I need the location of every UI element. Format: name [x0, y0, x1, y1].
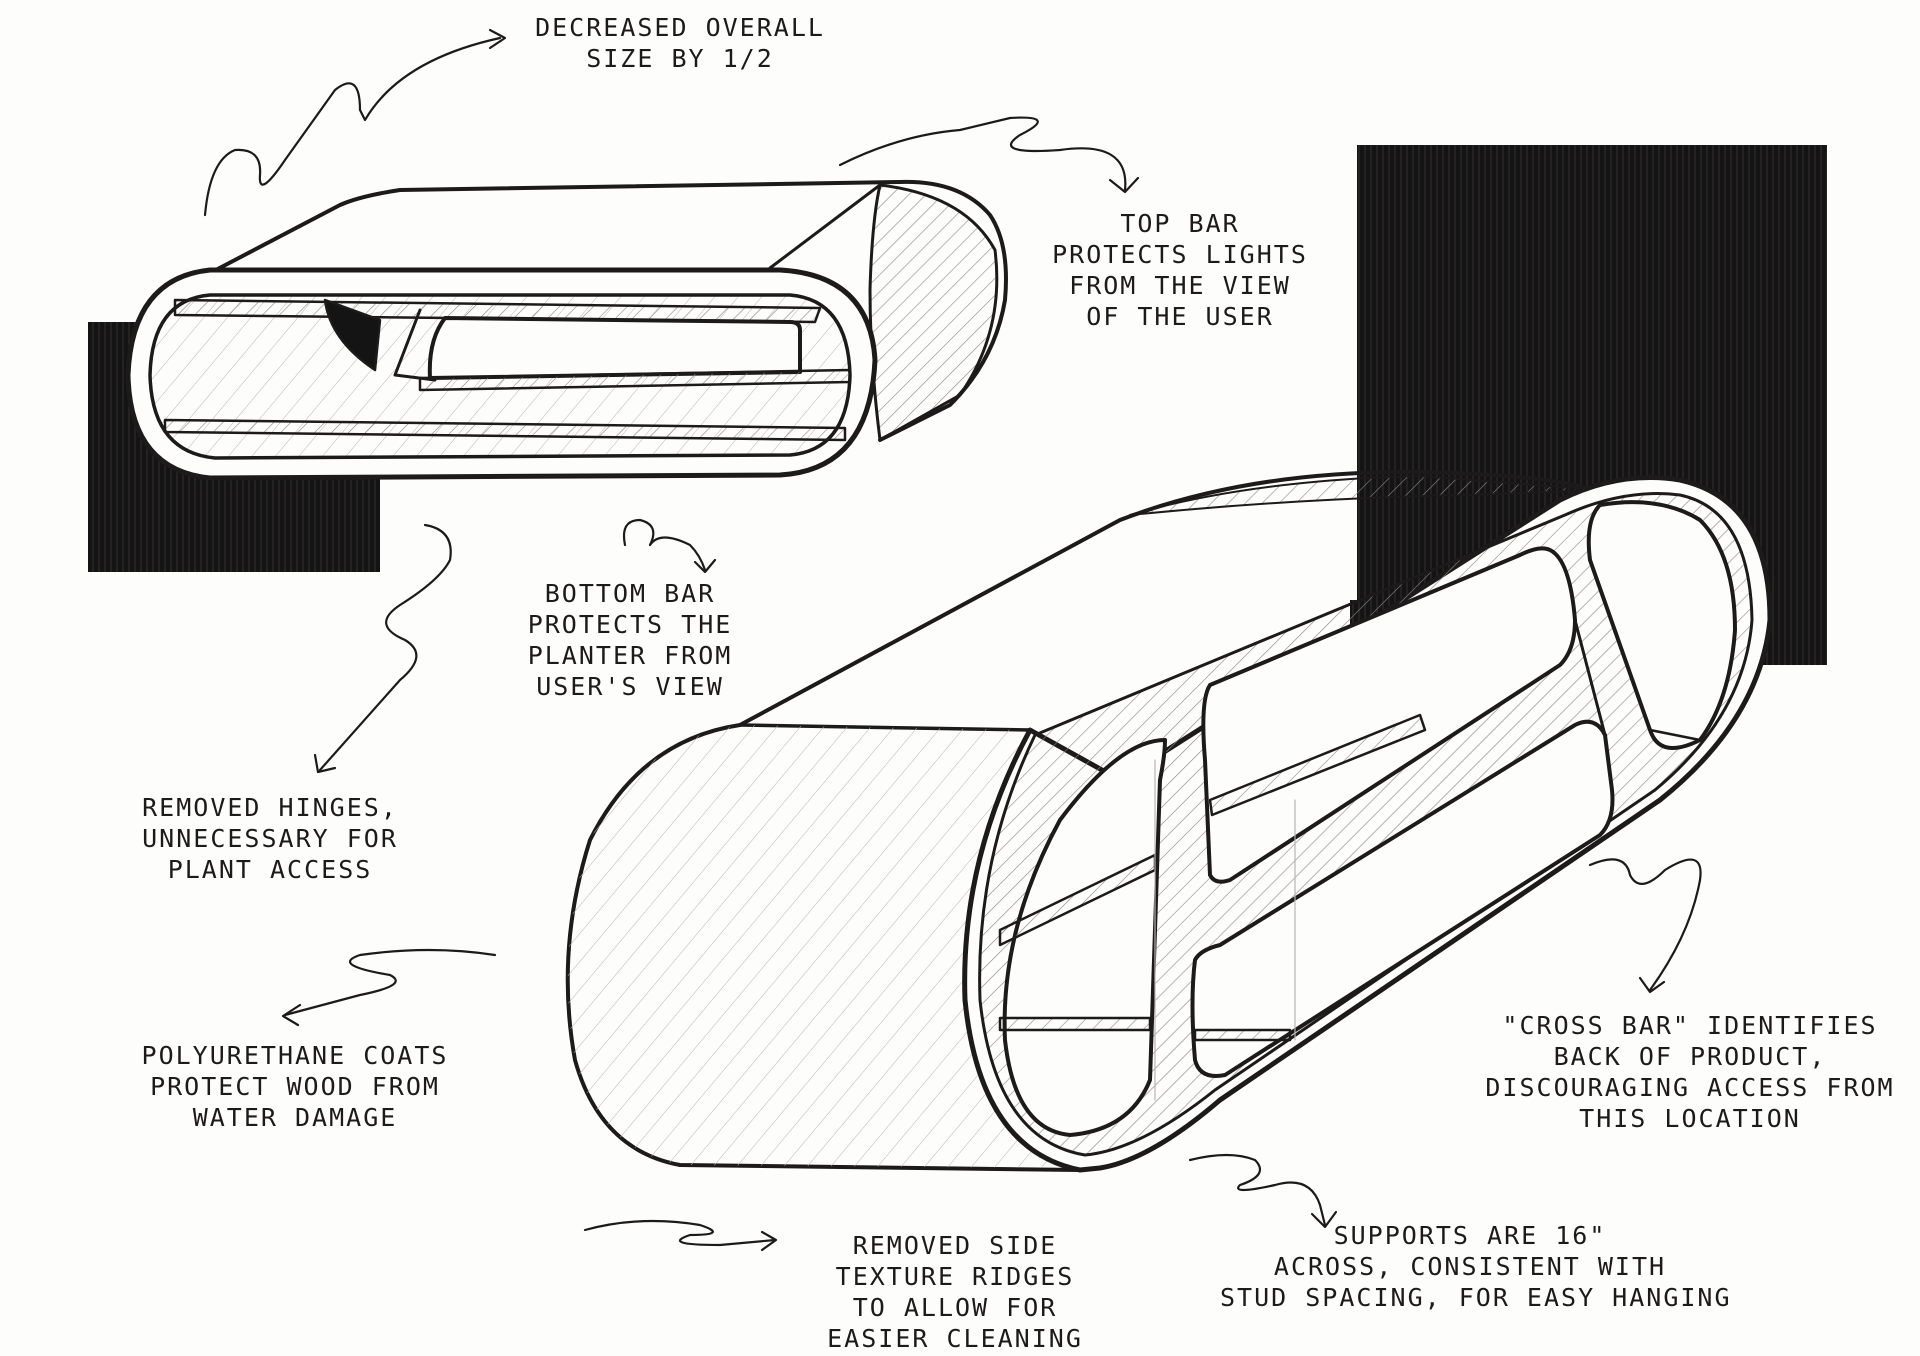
note-supports-line: STUD SPACING, FOR EASY HANGING	[1220, 1283, 1732, 1312]
note-size-line: DECREASED OVERALL	[535, 13, 825, 42]
note-supports-line: ACROSS, CONSISTENT WITH	[1273, 1252, 1667, 1281]
large-capsule-sketch	[565, 469, 1773, 1173]
note-hinges-line: REMOVED HINGES,	[142, 793, 398, 822]
note-top-bar-line: PROTECTS LIGHTS	[1052, 240, 1308, 269]
note-cross-bar-line: "CROSS BAR" IDENTIFIES	[1502, 1011, 1878, 1040]
arrow-bottom-bar	[622, 518, 707, 572]
note-bottom-bar-line: BOTTOM BAR	[544, 579, 716, 608]
note-supports-line: SUPPORTS ARE 16"	[1333, 1221, 1607, 1250]
note-top-bar-line: FROM THE VIEW	[1069, 271, 1291, 300]
arrow-ridges	[583, 1219, 777, 1247]
note-polyurethane-line: POLYURETHANE COATS	[141, 1041, 449, 1070]
note-size-line: SIZE BY 1/2	[586, 44, 774, 73]
arrow-supports	[1188, 1153, 1327, 1227]
note-hinges-line: PLANT ACCESS	[167, 855, 373, 884]
arrow-size	[203, 36, 502, 217]
note-hinges: REMOVED HINGES, UNNECESSARY FOR PLANT AC…	[110, 792, 430, 885]
note-hinges-line: UNNECESSARY FOR	[142, 824, 398, 853]
small-capsule-sketch	[125, 179, 1008, 481]
note-ridges-line: TO ALLOW FOR	[852, 1293, 1058, 1322]
note-size: DECREASED OVERALL SIZE BY 1/2	[510, 12, 850, 74]
note-cross-bar: "CROSS BAR" IDENTIFIES BACK OF PRODUCT, …	[1480, 1010, 1900, 1134]
arrow-top-bar	[838, 116, 1127, 192]
note-ridges: REMOVED SIDE TEXTURE RIDGES TO ALLOW FOR…	[790, 1230, 1120, 1354]
note-ridges-line: TEXTURE RIDGES	[835, 1262, 1075, 1291]
note-ridges-line: EASIER CLEANING	[827, 1324, 1083, 1353]
annotation-arrows	[203, 28, 1702, 1252]
arrow-cross-bar	[1588, 858, 1702, 992]
arrow-hinges	[318, 523, 452, 772]
note-bottom-bar: BOTTOM BAR PROTECTS THE PLANTER FROM USE…	[500, 578, 760, 702]
arrow-polyurethane	[283, 948, 497, 1017]
note-polyurethane-line: PROTECT WOOD FROM	[150, 1072, 440, 1101]
note-top-bar-line: OF THE USER	[1086, 302, 1274, 331]
note-polyurethane-line: WATER DAMAGE	[192, 1103, 398, 1132]
note-bottom-bar-line: USER'S VIEW	[536, 672, 724, 701]
note-supports: SUPPORTS ARE 16" ACROSS, CONSISTENT WITH…	[1220, 1220, 1732, 1313]
note-cross-bar-line: BACK OF PRODUCT,	[1553, 1042, 1827, 1071]
note-bottom-bar-line: PLANTER FROM	[527, 641, 733, 670]
note-top-bar-line: TOP BAR	[1120, 209, 1240, 238]
note-cross-bar-line: DISCOURAGING ACCESS FROM	[1485, 1073, 1895, 1102]
note-top-bar: TOP BAR PROTECTS LIGHTS FROM THE VIEW OF…	[1030, 208, 1330, 332]
note-cross-bar-line: THIS LOCATION	[1579, 1104, 1801, 1133]
note-bottom-bar-line: PROTECTS THE	[527, 610, 733, 639]
note-polyurethane: POLYURETHANE COATS PROTECT WOOD FROM WAT…	[105, 1040, 485, 1133]
note-ridges-line: REMOVED SIDE	[852, 1231, 1058, 1260]
